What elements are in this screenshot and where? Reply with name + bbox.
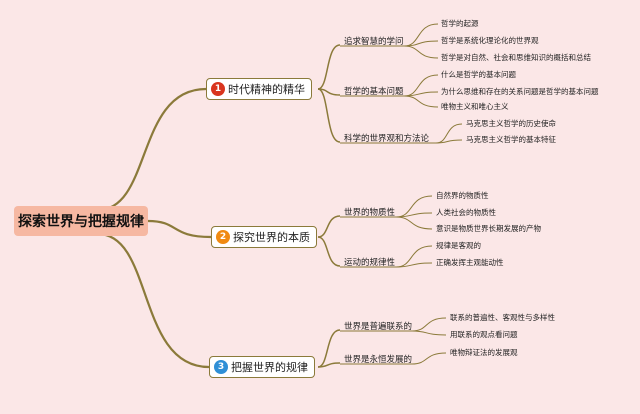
link-leaf-7: [435, 139, 463, 144]
leaf-3-2-1[interactable]: 唯物辩证法的发展观: [450, 348, 518, 357]
subtopic-2-1[interactable]: 世界的物质性: [344, 208, 396, 218]
link-sub-6: [317, 362, 341, 368]
leaf-1-1-3[interactable]: 哲学是对自然、社会和思维知识的概括和总结: [441, 53, 591, 62]
link-leaf-3: [403, 74, 439, 97]
link-root-branch-3: [97, 232, 210, 369]
link-leaf-0: [403, 23, 439, 47]
link-leaf-14: [411, 330, 447, 336]
number-badge-icon: 3: [214, 360, 228, 374]
link-leaf-1: [403, 40, 439, 47]
leaf-1-2-2[interactable]: 为什么思维和存在的关系问题是哲学的基本问题: [441, 87, 599, 96]
subtopic-3-1[interactable]: 世界是普遍联系的: [344, 322, 413, 332]
number-badge-icon: 2: [216, 230, 230, 244]
link-sub-3: [317, 215, 341, 238]
branch-label: 探究世界的本质: [233, 231, 310, 244]
number-badge-icon: 1: [211, 82, 225, 96]
leaf-1-2-3[interactable]: 唯物主义和唯心主义: [441, 102, 509, 111]
leaf-2-2-2[interactable]: 正确发挥主观能动性: [436, 258, 504, 267]
link-leaf-2: [403, 45, 439, 59]
link-sub-4: [317, 236, 341, 267]
leaf-1-3-1[interactable]: 马克思主义哲学的历史使命: [466, 119, 556, 128]
subtopic-3-2[interactable]: 世界是永恒发展的: [344, 355, 413, 365]
link-leaf-11: [395, 245, 433, 268]
link-leaf-4: [403, 91, 439, 97]
subtopic-1-3[interactable]: 科学的世界观和方法论: [344, 134, 430, 144]
link-leaf-12: [395, 262, 433, 268]
branch-label: 时代精神的精华: [228, 83, 305, 96]
leaf-1-1-1[interactable]: 哲学的起源: [441, 19, 479, 28]
leaf-2-1-3[interactable]: 意识是物质世界长期发展的产物: [436, 224, 541, 233]
link-leaf-5: [403, 95, 439, 108]
link-leaf-10: [395, 216, 433, 230]
link-leaf-13: [411, 317, 447, 332]
branch-3-topic[interactable]: 3 把握世界的规律: [209, 356, 315, 378]
link-leaf-15: [411, 352, 447, 365]
branch-1-topic[interactable]: 1 时代精神的精华: [206, 78, 312, 100]
link-root-branch-2: [147, 219, 212, 239]
leaf-3-1-1[interactable]: 联系的普遍性、客观性与多样性: [450, 313, 555, 322]
leaf-2-1-2[interactable]: 人类社会的物质性: [436, 208, 496, 217]
leaf-1-3-2[interactable]: 马克思主义哲学的基本特征: [466, 135, 556, 144]
link-root-branch-1: [97, 87, 207, 212]
link-sub-2: [317, 88, 341, 143]
link-sub-0: [317, 44, 341, 90]
root-topic[interactable]: 探索世界与把握规律: [14, 206, 148, 236]
branch-2-topic[interactable]: 2 探究世界的本质: [211, 226, 317, 248]
leaf-3-1-2[interactable]: 用联系的观点看问题: [450, 330, 518, 339]
subtopic-1-1[interactable]: 追求智慧的学问: [344, 37, 404, 47]
leaf-2-2-1[interactable]: 规律是客观的: [436, 241, 481, 250]
link-leaf-8: [395, 195, 433, 218]
subtopic-2-2[interactable]: 运动的规律性: [344, 258, 396, 268]
link-sub-5: [317, 329, 341, 368]
leaf-2-1-1[interactable]: 自然界的物质性: [436, 191, 489, 200]
leaf-1-2-1[interactable]: 什么是哲学的基本问题: [441, 70, 516, 79]
link-leaf-9: [395, 212, 433, 218]
subtopic-1-2[interactable]: 哲学的基本问题: [344, 87, 404, 97]
branch-label: 把握世界的规律: [231, 361, 308, 374]
leaf-1-1-2[interactable]: 哲学是系统化理论化的世界观: [441, 36, 539, 45]
